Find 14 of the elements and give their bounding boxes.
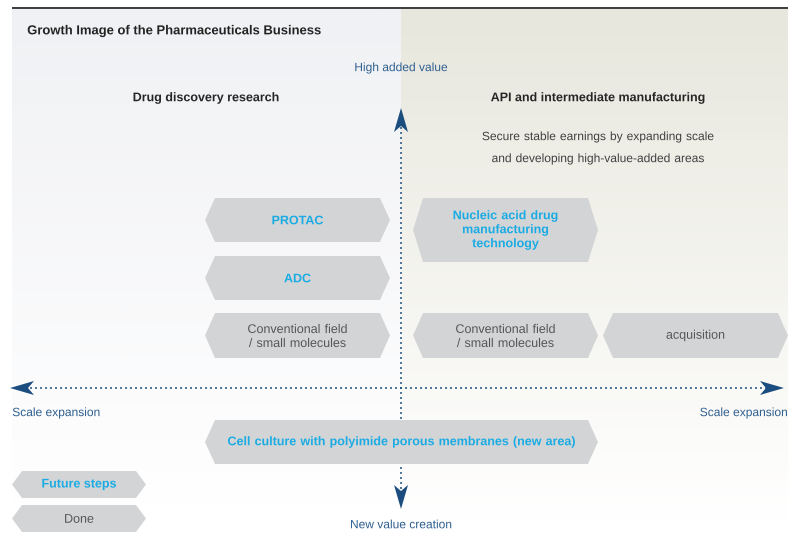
- title: Growth Image of the Pharmaceuticals Business: [28, 24, 321, 38]
- hexagon-box: acquisition: [603, 313, 788, 358]
- hexagon-box: Conventional field / small molecules: [413, 313, 598, 358]
- hexagon-box: PROTAC: [205, 198, 390, 242]
- hexagon-box: ADC: [205, 256, 390, 300]
- column-heading: Drug discovery research: [134, 92, 278, 104]
- hexagon-box: Nucleic acid drug manufacturing technology: [413, 198, 598, 262]
- axis-label: High added value: [355, 62, 448, 74]
- axis-label: Scale expansion: [700, 407, 787, 419]
- axis-label: Scale expansion: [12, 407, 100, 419]
- axis-label: New value creation: [350, 520, 452, 528]
- column-heading: API and intermediate manufacturing: [491, 92, 704, 104]
- hexagon-box: Conventional field / small molecules: [205, 313, 390, 358]
- description-text: Secure stable earnings by expanding scale and developing high-value-added areas: [482, 131, 714, 165]
